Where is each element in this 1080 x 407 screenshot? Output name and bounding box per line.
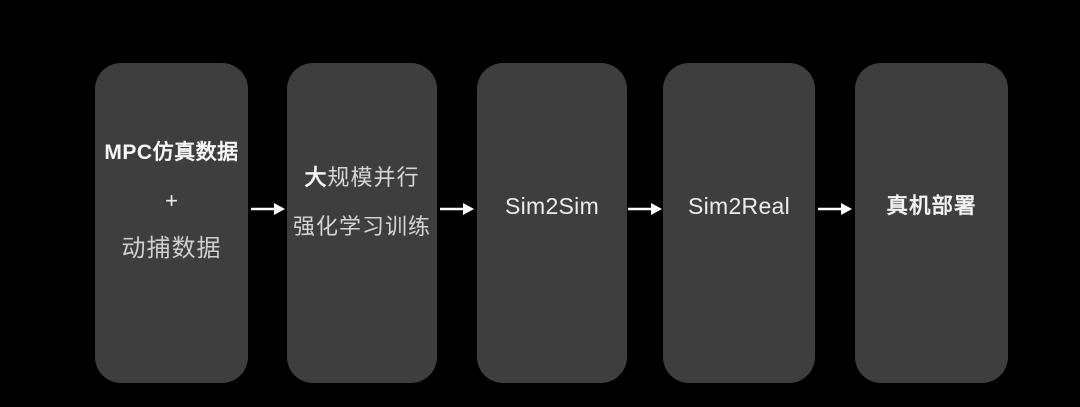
node-content: 大规模并行 强化学习训练 <box>293 163 431 242</box>
node-label-rl-training: 强化学习训练 <box>292 213 431 239</box>
node-label-sim2sim: Sim2Sim <box>504 193 600 219</box>
flow-node-sim2sim: Sim2Sim <box>477 63 627 383</box>
node-content: MPC仿真数据 + 动捕数据 <box>104 138 238 266</box>
arrow-right-icon <box>627 201 663 217</box>
flow-node-deployment: 真机部署 <box>855 63 1008 383</box>
node-label-rest: 规模并行 <box>327 164 420 190</box>
node-label-massively-parallel: 大规模并行 <box>304 163 419 193</box>
node-content: Sim2Real <box>688 191 790 221</box>
node-content: 真机部署 <box>886 191 976 221</box>
node-content: Sim2Sim <box>505 191 599 221</box>
flow-node-sim2real: Sim2Real <box>663 63 815 383</box>
node-label-mpc-sim-data: MPC仿真数据 <box>104 141 239 164</box>
node-label-mocap-data: 动捕数据 <box>121 235 222 262</box>
plus-sign: + <box>165 188 178 213</box>
node-label-lead-char: 大 <box>304 164 328 190</box>
arrow-right-icon <box>817 201 853 217</box>
node-label-sim2real: Sim2Real <box>687 193 791 219</box>
arrow-right-icon <box>250 201 286 217</box>
flow-node-rl-training: 大规模并行 强化学习训练 <box>287 63 437 383</box>
arrow-right-icon <box>439 201 475 217</box>
flow-node-training-data: MPC仿真数据 + 动捕数据 <box>95 63 248 383</box>
node-label-real-robot-deployment: 真机部署 <box>886 194 977 218</box>
